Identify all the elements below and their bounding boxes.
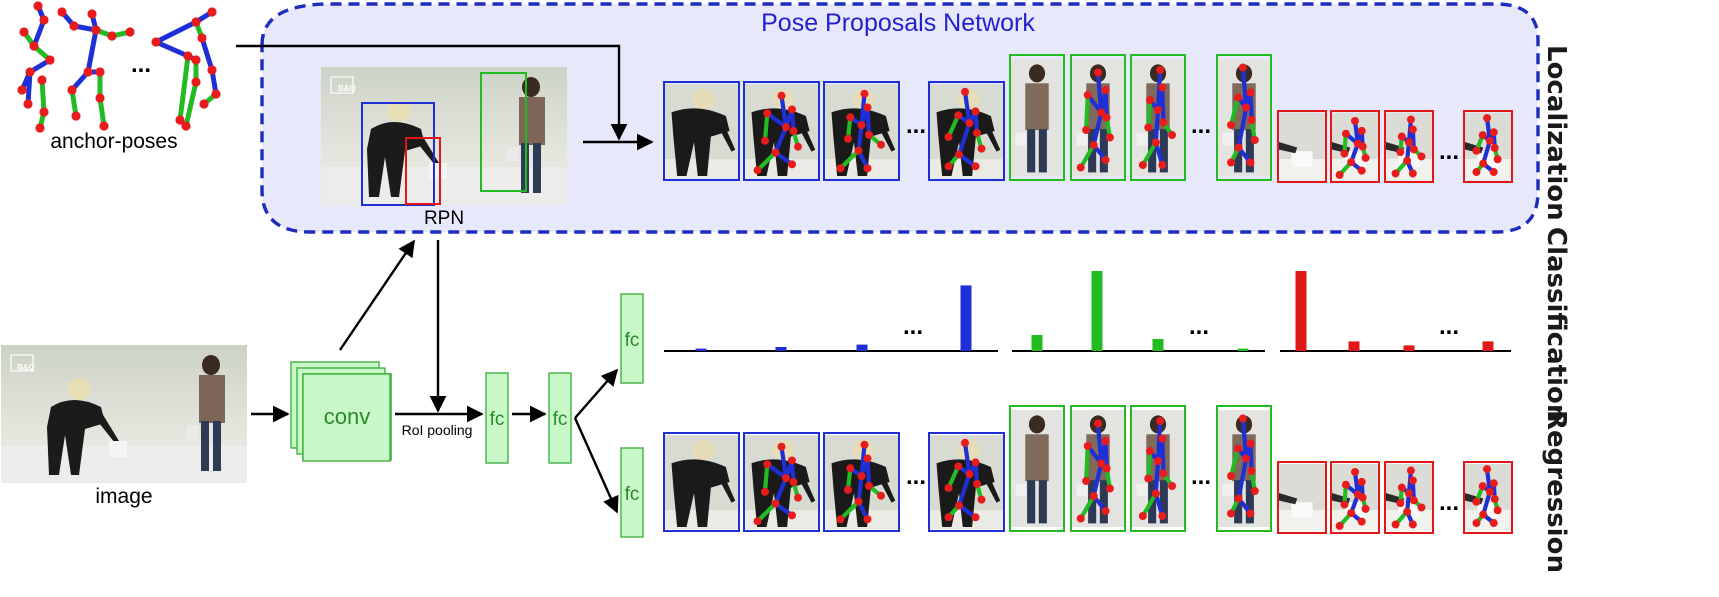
conv-front-layer — [302, 373, 391, 462]
regression-red-thumb-2 — [1330, 461, 1380, 534]
side-label-localization: Localization — [1541, 45, 1571, 221]
fc-regression-label: fc — [625, 484, 640, 505]
bar-blue-2 — [775, 347, 787, 351]
localization-green-ellipsis: ... — [1191, 112, 1211, 139]
regression-blue-thumb-3 — [823, 432, 900, 532]
rpn-label: RPN — [424, 208, 464, 229]
fc-classification-label: fc — [625, 330, 640, 351]
localization-red-ellipsis: ... — [1439, 138, 1459, 165]
localization-green-thumb-3 — [1130, 54, 1186, 181]
bar-green-3 — [1152, 339, 1164, 351]
regression-red-thumb-1 — [1277, 461, 1327, 534]
classification-ellipsis-1: ... — [903, 313, 923, 340]
roi-pooling-label: RoI pooling — [402, 422, 473, 438]
anchor-poses-label: anchor-poses — [50, 130, 177, 153]
anchor-pose-2 — [57, 7, 135, 131]
rpn-image-logo: B&Q — [338, 84, 356, 93]
rpn-box-blue — [361, 102, 435, 206]
regression-green-thumb-4 — [1216, 405, 1272, 532]
regression-green-thumb-2 — [1070, 405, 1126, 532]
localization-blue-ellipsis: ... — [906, 112, 926, 139]
anchor-pose-3 — [151, 7, 221, 131]
bar-blue-1 — [695, 348, 707, 351]
bar-red-1 — [1295, 271, 1307, 351]
anchor-pose-1 — [17, 1, 55, 133]
regression-red-thumb-4 — [1463, 461, 1513, 534]
bar-green-1 — [1031, 335, 1043, 351]
regression-green-thumb-1 — [1009, 405, 1065, 532]
localization-blue-thumb-2 — [743, 81, 820, 181]
regression-green-ellipsis: ... — [1191, 463, 1211, 490]
fc-box-1-label: fc — [490, 409, 505, 430]
bar-red-3 — [1403, 345, 1415, 351]
bar-red-4 — [1482, 341, 1494, 351]
anchor-ellipsis: ... — [131, 51, 151, 78]
rpn-box-green — [480, 72, 527, 192]
localization-blue-thumb-4 — [928, 81, 1005, 181]
side-label-classification: Classification — [1541, 227, 1571, 422]
flow-arrows — [236, 44, 654, 514]
fc-box-1 — [485, 372, 509, 464]
localization-red-thumb-4 — [1463, 110, 1513, 183]
localization-blue-thumb-3 — [823, 81, 900, 181]
conv-label: conv — [324, 404, 370, 429]
classification-ellipsis-2: ... — [1189, 313, 1209, 340]
classification-ellipsis-3: ... — [1439, 313, 1459, 340]
localization-proposals: ......... — [663, 54, 1513, 183]
regression-blue-thumb-4 — [928, 432, 1005, 532]
bar-blue-4 — [960, 285, 972, 351]
fc-regression — [620, 447, 644, 538]
regression-green-thumb-3 — [1130, 405, 1186, 532]
ppn-title: Pose Proposals Network — [761, 9, 1035, 37]
regression-red-ellipsis: ... — [1439, 489, 1459, 516]
regression-blue-ellipsis: ... — [906, 463, 926, 490]
localization-red-thumb-2 — [1330, 110, 1380, 183]
input-image: B&Q — [1, 345, 247, 483]
image-label: image — [95, 485, 152, 508]
bar-red-2 — [1348, 341, 1360, 351]
localization-green-thumb-4 — [1216, 54, 1272, 181]
bar-green-4 — [1237, 348, 1249, 351]
side-label-regression: Regression — [1541, 410, 1571, 573]
fc-classification — [620, 293, 644, 384]
bar-green-2 — [1091, 271, 1103, 351]
regression-blue-thumb-1 — [663, 432, 740, 532]
localization-green-thumb-2 — [1070, 54, 1126, 181]
localization-green-thumb-1 — [1009, 54, 1065, 181]
localization-red-thumb-1 — [1277, 110, 1327, 183]
rpn-image: B&Q — [321, 67, 567, 206]
fc-box-2 — [548, 372, 572, 464]
classification-chart: ......... — [664, 271, 1511, 352]
input-image-logo: B&Q — [17, 363, 35, 372]
anchor-poses: ... — [17, 1, 221, 133]
regression-blue-thumb-2 — [743, 432, 820, 532]
localization-blue-thumb-1 — [663, 81, 740, 181]
regression-red-thumb-3 — [1384, 461, 1434, 534]
localization-red-thumb-3 — [1384, 110, 1434, 183]
rpn-box-red — [405, 137, 441, 205]
regression-proposals: ......... — [663, 405, 1513, 534]
fc-box-2-label: fc — [553, 409, 568, 430]
bar-blue-3 — [856, 344, 868, 351]
